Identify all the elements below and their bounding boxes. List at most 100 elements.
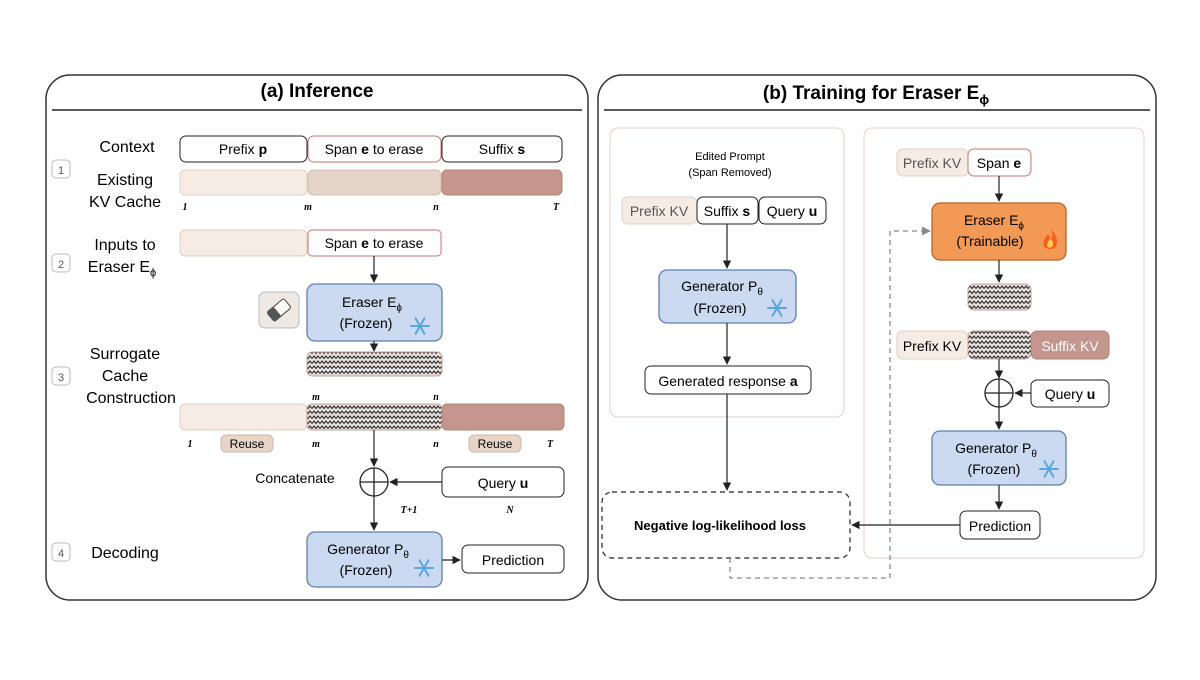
surrogate-tick-1: 1 — [188, 439, 193, 450]
svg-text:Suffix s: Suffix s — [704, 203, 751, 219]
surrogate-top-tick-n: n — [433, 392, 439, 403]
surrogate-erased-segment-right — [967, 330, 1032, 360]
svg-text:4: 4 — [58, 548, 64, 560]
query-tick-t-plus-1: T+1 — [401, 505, 418, 516]
svg-text:(Frozen): (Frozen) — [694, 300, 747, 316]
concat-operator-right — [984, 378, 1014, 408]
kv-cache-suffix-segment — [441, 169, 563, 196]
query-box-right: Query u — [1030, 379, 1110, 408]
suffix-kv-right: Suffix KV — [1030, 330, 1110, 360]
prefix-kv-left: Prefix KV — [621, 196, 698, 225]
step-4-label-decoding: Decoding — [91, 545, 159, 562]
eraser-frozen-box: Eraser Eϕ (Frozen) — [306, 283, 443, 342]
eraser-tool-icon — [258, 291, 300, 329]
trainable-eraser-output-cache — [967, 283, 1032, 311]
step-3-label-construction: Construction — [86, 390, 176, 407]
svg-text:Query u: Query u — [1045, 386, 1096, 402]
kv-tick-T: T — [553, 202, 560, 213]
suffix-box-left: Suffix s — [696, 196, 759, 225]
generator-box-a: Generator Pθ (Frozen) — [306, 531, 443, 588]
svg-text:(Frozen): (Frozen) — [340, 315, 393, 331]
step-badge-2: 2 — [51, 253, 71, 273]
svg-text:Generator Pθ: Generator Pθ — [681, 278, 763, 298]
kv-tick-m: m — [304, 202, 312, 213]
step-1-label-kv-cache: KV Cache — [89, 194, 161, 211]
snowflake-icon — [414, 559, 434, 577]
step-2-label-eraser: Eraser Eϕ — [88, 259, 156, 279]
svg-text:Generator Pθ: Generator Pθ — [955, 440, 1037, 460]
svg-text:3: 3 — [58, 372, 64, 384]
step-3-label-cache: Cache — [102, 368, 148, 385]
kv-tick-1: 1 — [183, 202, 188, 213]
query-tick-n: N — [505, 505, 514, 516]
surrogate-tick-n: n — [433, 439, 439, 450]
svg-text:(Frozen): (Frozen) — [340, 562, 393, 578]
step-badge-1: 1 — [51, 159, 71, 179]
step-2-label-inputs: Inputs to — [94, 237, 155, 254]
svg-text:Span e: Span e — [977, 155, 1022, 171]
svg-text:Eraser Eϕ: Eraser Eϕ — [964, 212, 1024, 232]
svg-text:Prefix KV: Prefix KV — [630, 203, 689, 219]
kv-cache-span-segment — [307, 169, 442, 196]
step-badge-3: 3 — [51, 366, 71, 386]
eraser-input-prefix — [179, 229, 308, 257]
svg-text:Suffix s: Suffix s — [479, 141, 526, 157]
svg-text:Generated response a: Generated response a — [658, 373, 798, 389]
svg-text:2: 2 — [58, 259, 64, 271]
context-prefix-box: Prefix p — [179, 135, 308, 163]
svg-text:Reuse: Reuse — [230, 437, 265, 451]
svg-text:Query u: Query u — [767, 203, 818, 219]
edited-prompt-title: Edited Prompt — [695, 151, 765, 163]
generated-response-box: Generated response a — [644, 365, 812, 395]
svg-text:Generator Pθ: Generator Pθ — [327, 541, 409, 561]
panel-inference: (a) Inference 1 2 3 4 Context Existing K… — [45, 74, 589, 601]
eraser-output-cache — [306, 351, 443, 377]
panel-a-title: (a) Inference — [261, 81, 374, 102]
surrogate-tick-m: m — [312, 439, 320, 450]
svg-text:Span e to erase: Span e to erase — [325, 141, 424, 157]
svg-text:Negative log-likelihood loss: Negative log-likelihood loss — [634, 518, 806, 533]
svg-text:Prefix KV: Prefix KV — [903, 338, 962, 354]
prediction-box-right: Prediction — [959, 510, 1041, 540]
query-box-a: Query u — [441, 466, 565, 498]
eraser-trainable-box: Eraser Eϕ (Trainable) — [931, 202, 1067, 261]
svg-text:Prediction: Prediction — [482, 552, 544, 568]
reuse-badge-prefix: Reuse — [220, 434, 274, 453]
fire-icon — [1043, 228, 1058, 249]
svg-text:Span e to erase: Span e to erase — [325, 235, 424, 251]
svg-text:1: 1 — [58, 165, 64, 177]
kv-cache-prefix-segment — [179, 169, 308, 196]
query-box-left: Query u — [758, 196, 827, 225]
surrogate-tick-T: T — [547, 439, 554, 450]
kv-tick-n: n — [433, 202, 439, 213]
panel-training: (b) Training for Eraser Eϕ Edited Prompt… — [597, 74, 1157, 601]
prefix-kv-right: Prefix KV — [896, 148, 969, 177]
step-1-label-context: Context — [99, 139, 155, 156]
surrogate-prefix-segment — [179, 403, 308, 431]
span-box-right: Span e — [967, 148, 1032, 177]
prefix-kv-right-2: Prefix KV — [896, 330, 969, 360]
surrogate-suffix-segment — [441, 403, 565, 431]
svg-text:Eraser Eϕ: Eraser Eϕ — [342, 294, 402, 314]
svg-text:Query u: Query u — [478, 475, 529, 491]
svg-text:(Trainable): (Trainable) — [956, 233, 1023, 249]
loss-box: Negative log-likelihood loss — [601, 491, 851, 559]
step-1-label-existing: Existing — [97, 172, 153, 189]
svg-text:Prefix p: Prefix p — [219, 141, 267, 157]
surrogate-erased-segment — [306, 403, 443, 431]
generator-box-left: Generator Pθ (Frozen) — [658, 269, 797, 324]
step-badge-4: 4 — [51, 542, 71, 562]
snowflake-icon — [767, 299, 787, 317]
svg-text:Prediction: Prediction — [969, 518, 1031, 534]
step-3-label-surrogate: Surrogate — [90, 346, 160, 363]
edited-prompt-subtitle: (Span Removed) — [688, 167, 771, 179]
context-suffix-box: Suffix s — [441, 135, 563, 163]
gradient-feedback-arrow — [729, 226, 931, 579]
generator-box-right: Generator Pθ (Frozen) — [931, 430, 1067, 486]
snowflake-icon — [1039, 460, 1059, 478]
svg-text:Suffix KV: Suffix KV — [1041, 338, 1099, 354]
surrogate-top-tick-m: m — [312, 392, 320, 403]
reuse-badge-suffix: Reuse — [468, 434, 522, 453]
